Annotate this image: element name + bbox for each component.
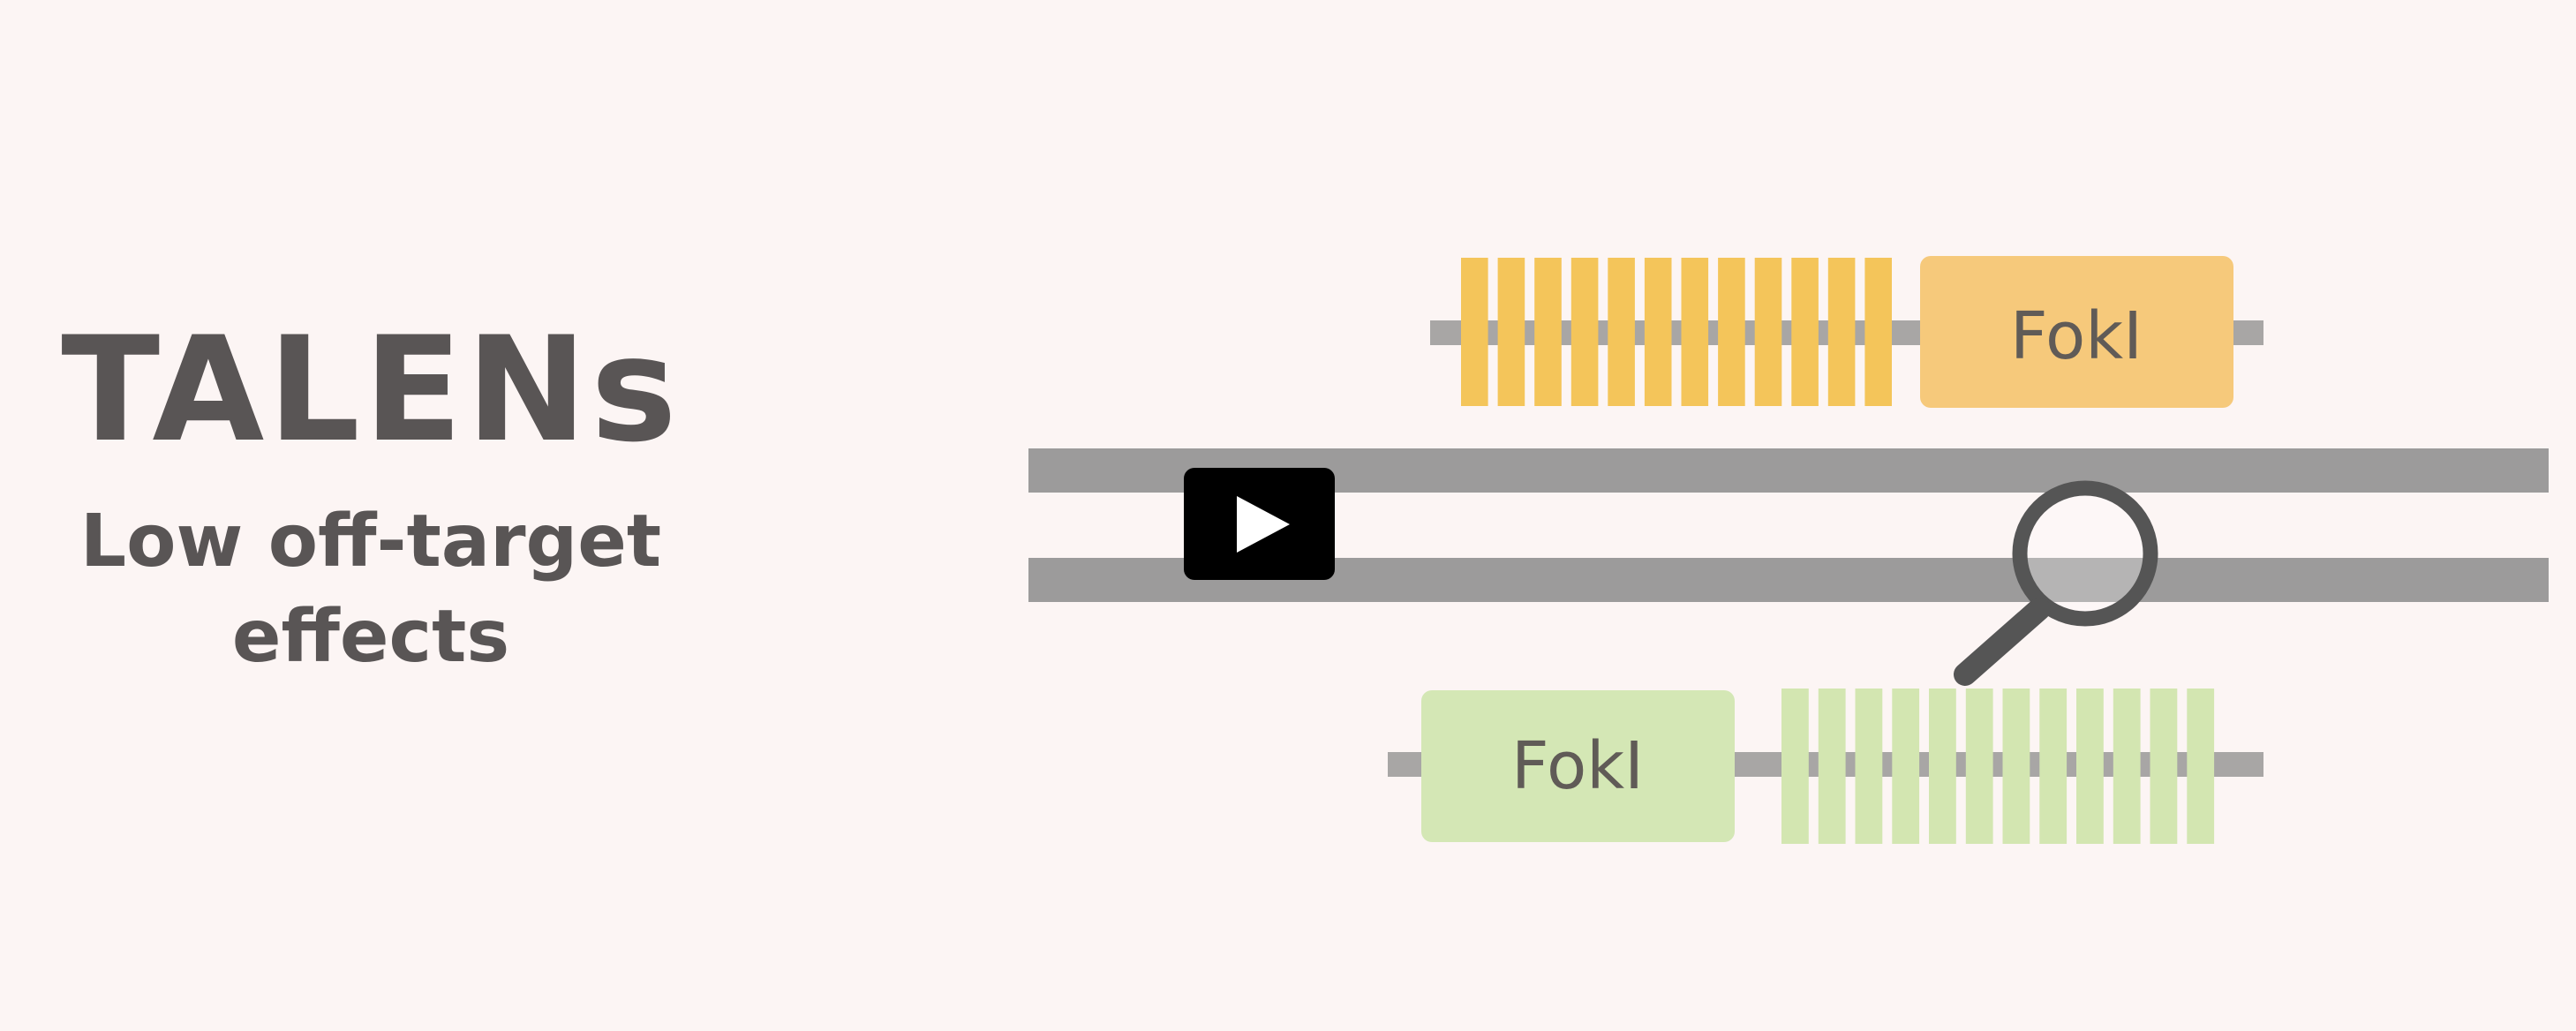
top-tale-repeat-unit <box>1461 258 1488 406</box>
magnifier-icon <box>1954 480 2158 686</box>
bottom-tale-repeat-unit <box>2113 689 2141 844</box>
bottom-tale-repeat-unit <box>1855 689 1883 844</box>
subtitle-line-2: effects <box>231 595 510 680</box>
bottom-tale-repeat-unit <box>1781 689 1809 844</box>
bottom-tale-repeat-unit <box>1818 689 1846 844</box>
top-tale-repeat-unit <box>1608 258 1635 406</box>
top-talen: FokI <box>1430 256 2263 408</box>
top-tale-repeat-unit <box>1864 258 1892 406</box>
top-tale-repeat-unit <box>1827 258 1856 406</box>
bottom-tale-repeat-unit <box>2150 689 2178 844</box>
bottom-tale-repeat-unit <box>2039 689 2068 844</box>
top-fokl-domain <box>1920 256 2233 408</box>
bottom-tale-repeat-unit <box>2076 689 2104 844</box>
bottom-fokl-domain <box>1421 690 1735 842</box>
bottom-tale-repeat-unit <box>1965 689 1993 844</box>
bottom-tale-repeat-unit <box>2002 689 2030 844</box>
magnifier-handle <box>1954 598 2051 686</box>
play-icon <box>1237 496 1290 553</box>
magnifier-lens <box>2012 480 2158 627</box>
bottom-tale-repeat-unit <box>2187 689 2215 844</box>
bottom-tale-repeat-unit <box>1892 689 1920 844</box>
bottom-tale-repeats <box>1781 689 2215 844</box>
top-tale-repeat-unit <box>1791 258 1819 406</box>
top-fokl-label: FokI <box>2010 298 2143 374</box>
top-tale-repeat-unit <box>1754 258 1782 406</box>
subtitle-line-1: Low off-target <box>79 500 662 583</box>
play-button[interactable] <box>1184 468 1335 580</box>
bottom-tale-repeat-unit <box>1929 689 1956 844</box>
slide-title: TALENs <box>61 305 681 474</box>
top-tale-repeat-unit <box>1681 258 1709 406</box>
slide-subtitle: Low off-target effects <box>53 494 689 685</box>
top-tale-repeat-unit <box>1644 258 1672 406</box>
title-block: TALENs Low off-target effects <box>53 318 689 685</box>
bottom-fokl-label: FokI <box>1511 728 1644 804</box>
top-tale-repeats <box>1461 258 1892 406</box>
top-tale-repeat-unit <box>1497 258 1525 406</box>
bottom-talen: FokI <box>1388 689 2263 844</box>
top-tale-repeat-unit <box>1570 258 1599 406</box>
top-tale-repeat-unit <box>1718 258 1745 406</box>
top-tale-repeat-unit <box>1534 258 1562 406</box>
